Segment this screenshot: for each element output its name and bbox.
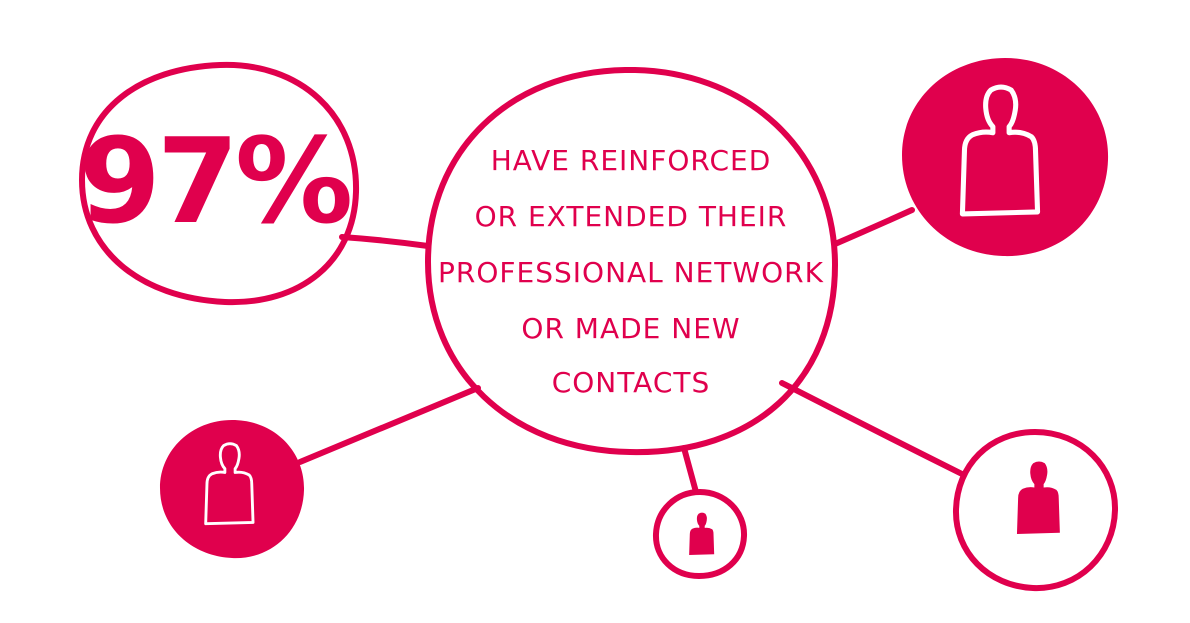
- center-text-line-4: OR MADE NEW: [521, 312, 740, 345]
- person-solid-icon: [1016, 461, 1060, 534]
- stat-value: 97%: [79, 112, 350, 250]
- stat-circle: [78, 61, 360, 306]
- person-node-bottom-left: [160, 420, 305, 559]
- person-node-bottom-center: [652, 488, 748, 580]
- connector-bottom-center: [681, 445, 699, 495]
- center-text-line-2: OR EXTENDED THEIR: [475, 200, 788, 233]
- person-node-bottom-right-circle: [952, 428, 1119, 592]
- center-text-line-3: PROFESSIONAL NETWORK: [438, 256, 824, 289]
- person-node-bottom-left-circle: [160, 420, 305, 559]
- person-node-top-right: [902, 58, 1109, 257]
- connector-top-right: [832, 207, 915, 247]
- center-circle: [424, 66, 839, 456]
- center-text-line-1: HAVE REINFORCED: [491, 144, 772, 177]
- center-text-block: HAVE REINFORCED OR EXTENDED THEIR PROFES…: [438, 144, 824, 399]
- person-solid-icon: [689, 512, 715, 555]
- connector-stat: [339, 234, 431, 249]
- connector-bottom-right: [779, 380, 965, 477]
- center-node: HAVE REINFORCED OR EXTENDED THEIR PROFES…: [424, 66, 839, 456]
- person-node-bottom-center-circle: [652, 488, 748, 580]
- stat-node: 97%: [78, 61, 360, 306]
- person-node-top-right-circle: [902, 58, 1109, 257]
- center-text-line-5: CONTACTS: [552, 366, 711, 399]
- person-node-bottom-right: [952, 428, 1119, 592]
- connector-bottom-left: [297, 385, 481, 465]
- connector-lines: [297, 207, 965, 495]
